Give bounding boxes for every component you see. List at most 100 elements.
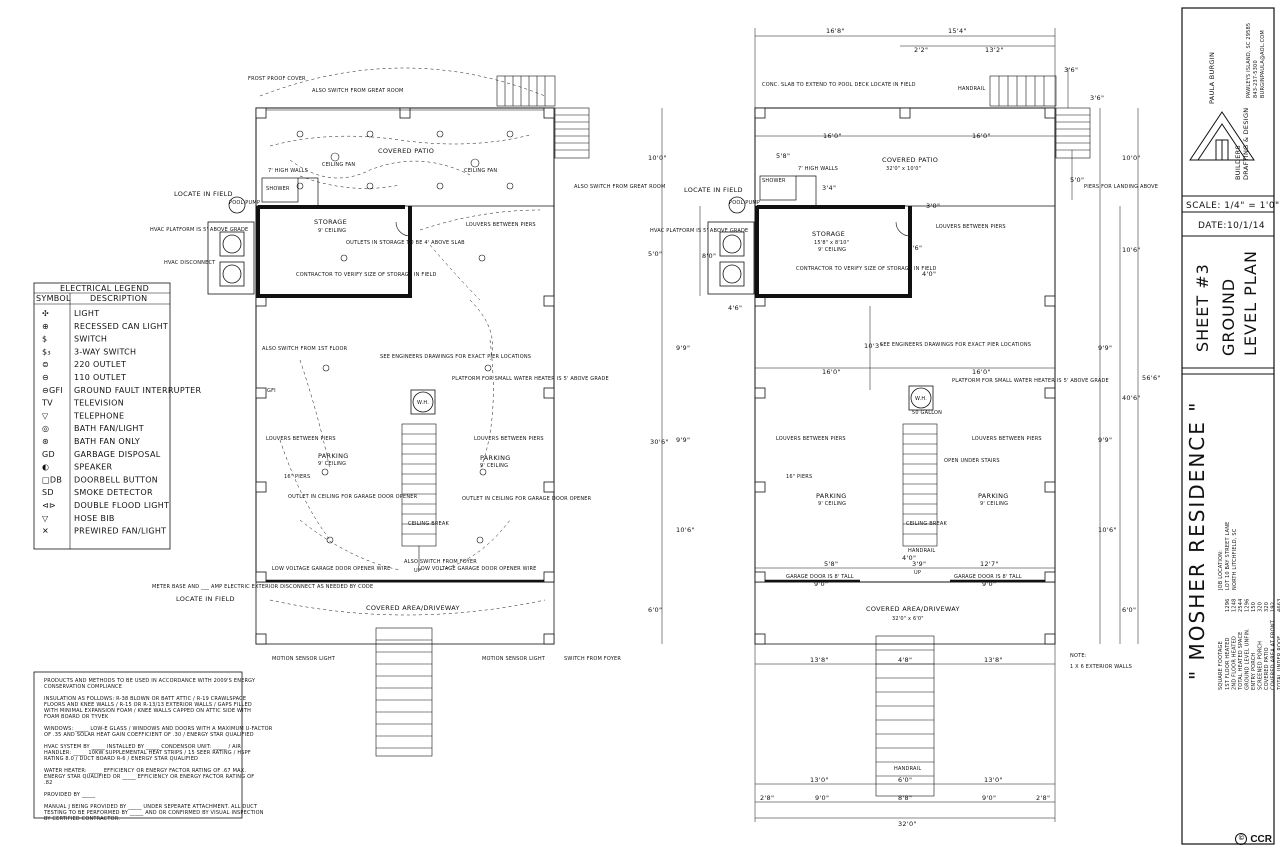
- dim-10-0b: 10'0": [1122, 154, 1141, 162]
- parking-ceiling-label-1: 9' CEILING: [318, 461, 346, 467]
- legend-symbol: ⊲⊳: [42, 501, 56, 510]
- ceiling-break-label: CEILING BREAK: [408, 521, 449, 527]
- dim-16-8: 16'8": [826, 27, 845, 35]
- notes-text: PRODUCTS AND METHODS TO BE USED IN ACCOR…: [43, 678, 273, 822]
- rear-stairs-left: [496, 75, 590, 159]
- legend-description: HOSE BIB: [74, 514, 115, 523]
- dimension-plan: [661, 28, 1139, 822]
- note-paragraph: INSULATION AS FOLLOWS: R-38 BLOWN OR BAT…: [44, 696, 252, 720]
- outlet-garage-label-1: OUTLET IN CEILING FOR GARAGE DOOR OPENER: [288, 494, 418, 500]
- louvers-label-2: LOUVERS BETWEEN PIERS: [266, 436, 336, 442]
- legend-symbol: ▽: [42, 514, 49, 523]
- sqft-row-label: 2ND FLOOR HEATED: [1232, 636, 1238, 690]
- sqft-row-label: SCREENED PORCH: [1258, 641, 1264, 690]
- parking-label-right-1: PARKING: [816, 492, 847, 500]
- low-voltage-label-1: LOW VOLTAGE GARAGE DOOR OPENER WIRE: [272, 566, 391, 572]
- dim-2-8b: 2'8": [1036, 794, 1050, 802]
- legend-description: 110 OUTLET: [74, 373, 126, 382]
- dim-3-6c: 3'6": [908, 244, 922, 252]
- sheet-title-2: LEVEL PLAN: [1241, 250, 1260, 356]
- switch-great-room-label-2: ALSO SWITCH FROM GREAT ROOM: [574, 184, 666, 190]
- louvers-label-right-3: LOUVERS BETWEEN PIERS: [972, 436, 1042, 442]
- note-paragraph: PROVIDED BY _____: [44, 792, 96, 798]
- legend-description: 3-WAY SWITCH: [74, 347, 136, 356]
- see-engineers-label: SEE ENGINEERS DRAWINGS FOR EXACT PIER LO…: [380, 354, 531, 360]
- job-location-1: LOT 10 BAY STREET LANE: [1225, 521, 1231, 590]
- legend-symbol: TV: [41, 399, 53, 408]
- sqft-row-value: 192: [1271, 602, 1277, 612]
- piers-16-label: 16" PIERS: [284, 474, 310, 480]
- dim-3-4: 3'4": [822, 184, 836, 192]
- note-paragraph: WATER HEATER: _____ EFFICIENCY OR ENERGY…: [44, 768, 254, 786]
- dim-13-2: 13'2": [985, 46, 1004, 54]
- dim-8-0: 8'0": [702, 252, 716, 260]
- legend-description: GARBAGE DISPOSAL: [74, 450, 161, 459]
- rear-stairs-right: [989, 75, 1091, 159]
- dim-4-0b: 4'0": [902, 554, 916, 562]
- outlets-storage-label: OUTLETS IN STORAGE TO BE 4' ABOVE SLAB: [346, 240, 465, 246]
- legend-description: BATH FAN ONLY: [74, 437, 140, 446]
- covered-patio-label: COVERED PATIO: [378, 147, 434, 155]
- note-paragraph: MANUAL J BEING PROVIDED BY _____ UNDER S…: [43, 804, 264, 822]
- dim-3-0: 3'0": [926, 202, 940, 210]
- handrail-label-3: HANDRAIL: [894, 766, 921, 772]
- legend-col-description: DESCRIPTION: [90, 294, 147, 303]
- high-walls-label-right: 7' HIGH WALLS: [798, 166, 838, 172]
- motion-sensor-label-2: MOTION SENSOR LIGHT: [482, 656, 546, 662]
- dim-13-0a: 13'0": [810, 776, 829, 784]
- legend-symbol: ◐: [42, 463, 49, 472]
- ccr-watermark: © CCR: [1235, 833, 1272, 845]
- wh-label-right: W.H.: [915, 396, 927, 402]
- legend-description: TELEPHONE: [73, 411, 124, 420]
- sqft-row-label: TOTAL HEATED SPACE: [1238, 631, 1244, 691]
- dim-6-0c: 6'0": [898, 776, 912, 784]
- parking-label-right-2: PARKING: [978, 492, 1009, 500]
- ceiling-fan-label-2: CEILING FAN: [464, 168, 497, 174]
- legend-symbol: ✣: [42, 309, 49, 318]
- gfi-label: GFI: [267, 388, 276, 394]
- sqft-row-value: 1248: [1232, 598, 1238, 612]
- dim-6-0b: 6'0": [1122, 606, 1136, 614]
- legend-symbol: ⊕: [42, 322, 49, 331]
- locate-in-field-label: LOCATE IN FIELD: [174, 190, 233, 198]
- hvac-disconnect-label: HVAC DISCONNECT: [164, 260, 216, 266]
- parking-ceiling-label-2: 9' CEILING: [480, 463, 508, 469]
- legend-description: TELEVISION: [73, 399, 124, 408]
- designer-logo: [1189, 111, 1255, 161]
- up-label-left: UP: [414, 568, 421, 574]
- pool-pump-label-right: POOL PUMP: [729, 200, 760, 206]
- front-stairs-left: [375, 627, 433, 757]
- dimension-plan-labels: 16'8" 15'4" 2'2" 13'2" 3'6" 3'6" 16'0" 1…: [648, 27, 1160, 828]
- legend-symbol: □DB: [42, 475, 62, 484]
- sqft-row-label: TOTAL UNDER ROOF: [1277, 636, 1280, 691]
- louvers-label-right-1: LOUVERS BETWEEN PIERS: [936, 224, 1006, 230]
- dim-10-3: 10'3": [864, 342, 883, 350]
- piers-landing-label: PIERS FOR LANDING ABOVE: [1084, 184, 1158, 190]
- sheet-number: SHEET #3: [1193, 263, 1212, 352]
- legend-description: SMOKE DETECTOR: [74, 488, 153, 497]
- pool-pump-label: POOL PUMP: [229, 200, 260, 206]
- sqft-row-label: COVERED AREA AT FRONT: [1271, 619, 1277, 690]
- sqft-row-value: 1296: [1225, 598, 1231, 612]
- legend-symbol: $: [42, 335, 47, 344]
- louvers-label-3: LOUVERS BETWEEN PIERS: [474, 436, 544, 442]
- energy-notes: PRODUCTS AND METHODS TO BE USED IN ACCOR…: [33, 671, 273, 822]
- dim-3-6b: 3'6": [1090, 94, 1104, 102]
- parking-ceiling-right-2: 9' CEILING: [980, 501, 1008, 507]
- note-paragraph: HVAC SYSTEM BY _____ INSTALLED BY _____ …: [44, 744, 251, 762]
- dim-9-0c: 9'0": [815, 794, 829, 802]
- dim-8-8: 8'8": [898, 794, 912, 802]
- note-paragraph: WINDOWS: _____ LOW-E GLASS / WINDOWS AND…: [44, 726, 273, 738]
- piers-left: [255, 107, 555, 645]
- dim-3-9: 3'9": [912, 560, 926, 568]
- legend-symbol: ✕: [42, 527, 49, 536]
- dim-16-0a: 16'0": [823, 132, 842, 140]
- legend-title: ELECTRICAL LEGEND: [60, 284, 149, 293]
- dim-5-8b: 5'8": [824, 560, 838, 568]
- designer-name: PAULA BURGIN: [1208, 52, 1216, 104]
- motion-sensor-label-1: MOTION SENSOR LIGHT: [272, 656, 336, 662]
- sqft-row-value: 320: [1258, 602, 1264, 612]
- sqft-row-label: ENTRY PORCH: [1251, 653, 1257, 690]
- dim-5-0: 5'0": [1070, 176, 1084, 184]
